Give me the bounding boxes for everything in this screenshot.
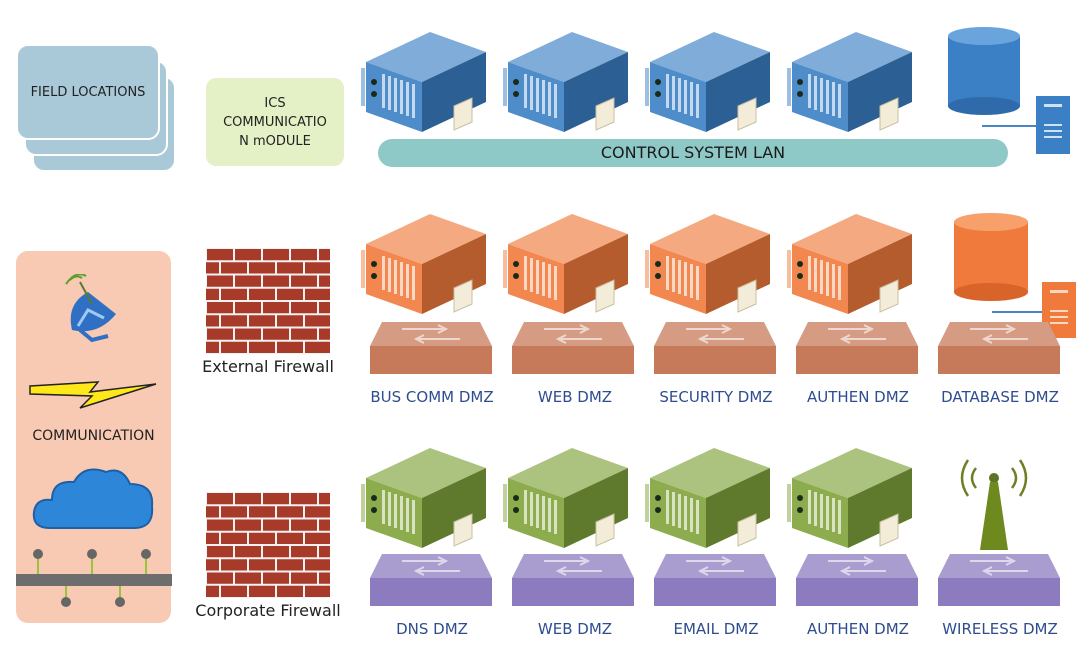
dmz-1-server-icon — [787, 214, 912, 314]
dmz-2-switch-2 — [510, 552, 636, 608]
control-computer-icon — [982, 96, 1070, 154]
dmz-2-server-icon — [645, 448, 770, 548]
network-switch-icon — [796, 322, 918, 374]
dmz-1-switch-3 — [652, 320, 778, 376]
dmz-computer-icon — [992, 282, 1076, 338]
dmz-row-2-label-3: EMAIL DMZ — [673, 620, 759, 638]
dmz-row-2-label-1: DNS DMZ — [396, 620, 468, 638]
dmz-2-server-1 — [358, 444, 490, 549]
dmz-row-1-label-1: BUS COMM DMZ — [370, 388, 494, 406]
dmz-row-1-label-3: SECURITY DMZ — [659, 388, 773, 406]
field-locations-label: FIELD LOCATIONS — [30, 84, 146, 100]
dmz-1-server-3 — [642, 210, 774, 315]
satellite-dish-icon — [65, 274, 116, 343]
dmz-1-server-icon — [645, 214, 770, 314]
network-switch-icon — [512, 322, 634, 374]
dmz-2-server-icon — [361, 448, 486, 548]
ics-line-1: ICS — [264, 95, 286, 111]
network-switch-icon — [370, 322, 492, 374]
control-server-1 — [358, 28, 490, 133]
dmz-1-server-4 — [784, 210, 916, 315]
control-server-icon — [645, 32, 770, 132]
wireless-tower-icon — [960, 459, 1028, 550]
dmz-row-2-label-5: WIRELESS DMZ — [942, 620, 1058, 638]
dmz-2-server-icon — [787, 448, 912, 548]
dmz-1-switch-4 — [794, 320, 920, 376]
dmz-2-server-icon — [503, 448, 628, 548]
control-server-4 — [784, 28, 916, 133]
control-system-lan: CONTROL SYSTEM LAN — [378, 139, 1008, 167]
dmz-2-server-3 — [642, 444, 774, 549]
external-firewall-icon — [206, 248, 330, 354]
network-switch-icon — [512, 554, 634, 606]
corporate-firewall-label: Corporate Firewall — [195, 601, 341, 620]
brick-wall-icon — [206, 492, 330, 598]
lightning-bolt-icon — [29, 381, 157, 409]
ics-line-3: N mODULE — [239, 133, 311, 149]
dmz-row-1-label-2: WEB DMZ — [537, 388, 613, 406]
dmz-1-switch-2 — [510, 320, 636, 376]
control-database-icon — [948, 27, 1020, 115]
ics-communication-module: ICS COMMUNICATIO N mODULE — [206, 78, 344, 166]
dmz-1-server-icon — [503, 214, 628, 314]
dmz-1-switch-1 — [368, 320, 494, 376]
dmz-2-server-2 — [500, 444, 632, 549]
control-server-3 — [642, 28, 774, 133]
dmz-1-server-icon — [361, 214, 486, 314]
dmz-database-icon — [954, 213, 1028, 301]
dmz-2-switch-5 — [936, 552, 1062, 608]
dmz-row-2-label-4: AUTHEN DMZ — [807, 620, 909, 638]
dmz-row-2-label-2: WEB DMZ — [537, 620, 613, 638]
dmz-2-server-4 — [784, 444, 916, 549]
brick-wall-icon — [206, 248, 330, 354]
field-card-front: FIELD LOCATIONS — [16, 44, 160, 140]
network-switch-icon — [938, 322, 1060, 374]
dmz-2-switch-3 — [652, 552, 778, 608]
communication-label: COMMUNICATION — [32, 428, 155, 444]
dmz-2-switch-1 — [368, 552, 494, 608]
control-server-2 — [500, 28, 632, 133]
control-server-icon — [787, 32, 912, 132]
control-server-icon — [361, 32, 486, 132]
corporate-firewall-icon — [206, 492, 330, 598]
network-switch-icon — [654, 322, 776, 374]
dmz-1-server-1 — [358, 210, 490, 315]
network-bus-icon — [16, 549, 172, 607]
dmz-row-1-label-4: AUTHEN DMZ — [807, 388, 909, 406]
dmz-2-switch-4 — [794, 552, 920, 608]
dmz-1-switch-5 — [936, 320, 1062, 376]
dmz-row-1-label-5: DATABASE DMZ — [941, 388, 1059, 406]
external-firewall-label: External Firewall — [202, 357, 334, 376]
network-switch-icon — [370, 554, 492, 606]
dmz-1-server-2 — [500, 210, 632, 315]
control-server-icon — [503, 32, 628, 132]
network-switch-icon — [796, 554, 918, 606]
network-switch-icon — [938, 554, 1060, 606]
network-switch-icon — [654, 554, 776, 606]
cloud-icon — [32, 468, 154, 529]
ics-line-2: COMMUNICATIO — [223, 114, 327, 130]
